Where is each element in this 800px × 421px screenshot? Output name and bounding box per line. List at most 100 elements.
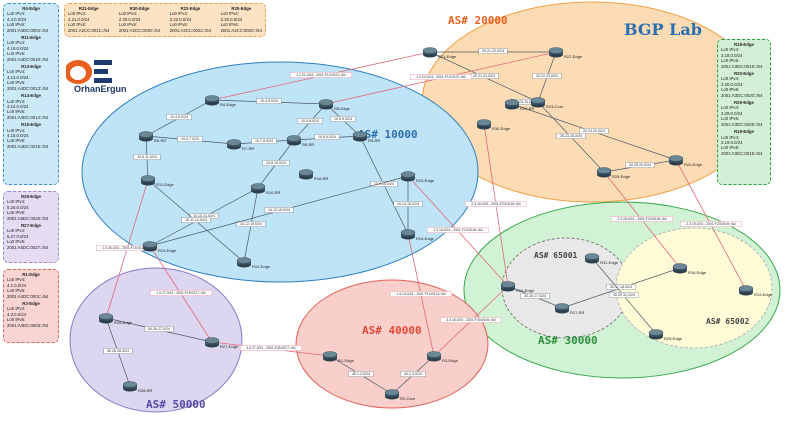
router-icon — [98, 313, 114, 320]
link-label-box — [166, 114, 192, 120]
router-label: R25-Edge — [612, 174, 631, 179]
router-icon — [122, 381, 138, 388]
link-label-box — [330, 116, 356, 122]
router-icon — [500, 281, 516, 288]
link-subnet-label: 1.2.22.0/24 - 2001:F12:0022::/64 — [416, 75, 466, 79]
router-icon — [596, 167, 612, 174]
loopback-detail: Lo0 IPv4: — [7, 228, 26, 234]
as-labels-layer: AS# 20000 AS# 10000 AS# 30000 AS# 40000 … — [146, 14, 750, 411]
router-label: R2-Core — [400, 396, 416, 401]
router-label: R21-Edge — [438, 54, 457, 59]
loopback-detail: 4.3.0.0/24 — [7, 311, 27, 317]
link-subnet-label: 10.5.8.0/24 — [301, 119, 319, 123]
link-subnet-label: 10.4.5.0/24 — [260, 99, 278, 103]
link-subnet-label: 3.4.16.0/24 - 2001:F34:0016::/64 — [446, 318, 496, 322]
loopback-detail: Lo0 IPv6: — [7, 51, 26, 57]
router-label: R16-RR — [314, 176, 329, 181]
link-subnet-label: 40.1.2.0/24 — [352, 372, 370, 376]
router-name-label: R30-Edge — [129, 6, 150, 11]
link-label-box — [556, 133, 586, 139]
router-node: R31-Edge — [584, 253, 619, 265]
router-name-label: R3-Edge — [22, 301, 40, 307]
router-label: R29-Edge — [664, 336, 683, 341]
loopback-detail: 2001:A3DC:0018::/64 — [721, 63, 763, 69]
link-label-box — [579, 128, 609, 134]
router-label: R8-RR — [302, 142, 314, 147]
router-label: R15-Edge — [416, 178, 435, 183]
router-name-label: R15-Edge — [21, 122, 41, 128]
loopback-detail: 2001:A2CC:0030::/64 — [118, 27, 161, 33]
router-name-label: R19-Edge — [734, 129, 754, 135]
router-label: R7-RR — [242, 146, 254, 151]
router-icon — [384, 389, 400, 396]
router-icon — [322, 351, 338, 358]
router-node: R15-Edge — [400, 171, 435, 183]
link-subnet-label: 20.23.25.0/24 — [560, 134, 582, 138]
loopback-detail: 2001:A5DC:0027::/64 — [7, 244, 49, 250]
router-label: R1-Edge — [338, 358, 355, 363]
router-name-label: R11-Edge — [21, 35, 41, 41]
as65001-label: AS# 65001 — [534, 251, 578, 260]
router-node: R11-Edge — [140, 175, 174, 187]
loopback-detail: Lo0 IPv6: — [721, 58, 740, 64]
router-name-label: R21-Edge — [78, 6, 99, 11]
router-node: R9-RR — [352, 131, 380, 143]
loopback-detail: Lo0 IPv6: — [7, 317, 26, 323]
router-icon — [142, 241, 158, 248]
router-node: R26-Edge — [98, 313, 133, 325]
link-subnet-label: 4.5.27.0/24 - 2001:F45:0027::/64 — [246, 346, 296, 350]
loopback-detail: Lo0 IPv4: — [7, 98, 26, 104]
loopback-detail: 2001:A4DC:0001::/64 — [7, 293, 49, 299]
router-label: R4-Edge — [220, 102, 237, 107]
link-label-box — [133, 154, 161, 160]
as40000-region — [295, 279, 489, 409]
router-icon — [400, 171, 416, 178]
loopback-detail: 2001:A5DC:0026::/64 — [7, 215, 49, 221]
loopback-detail: Lo0 IPv4: — [7, 127, 26, 133]
router-label: R19-Edge — [754, 292, 773, 297]
loopback-detail: 2.20.0.0/24 — [220, 16, 243, 22]
loopback-detail: Lo0 IPv4: — [721, 76, 740, 82]
router-node: R27-Edge — [204, 337, 239, 349]
link-label-box — [478, 48, 508, 54]
loopback-detail: Lo0 IPv6: — [118, 22, 138, 28]
loopback-detail: 2001:A4DC:0003::/64 — [7, 322, 49, 328]
link-subnet-label: 20.24.20.0/24 — [583, 129, 605, 133]
loopback-detail: Lo0 IPv4: — [7, 11, 26, 17]
router-node: R28-RR — [122, 381, 153, 393]
router-icon — [554, 303, 570, 310]
loopback-detail: 2001:A4DC:0015::/64 — [7, 143, 49, 149]
link-subnet-label: 30.17.18.0/24 — [610, 285, 632, 289]
page-title: BGP Lab — [624, 20, 702, 39]
router-name-label: R22-Edge — [180, 6, 201, 11]
router-label: R10-RR — [266, 190, 281, 195]
link-subnet-label: 10.4.6.0/24 — [170, 115, 188, 119]
router-name-label: R20-Edge — [231, 6, 252, 11]
loopback-detail: 5.27.0.0/24 — [7, 233, 29, 239]
router-icon — [530, 97, 546, 104]
router-label: R27-Edge — [220, 344, 239, 349]
router-node: R10-RR — [250, 183, 281, 195]
router-label: R17-RR — [570, 310, 585, 315]
router-label: R13-Edge — [158, 248, 177, 253]
router-label: R22-Edge — [564, 54, 583, 59]
router-icon — [140, 175, 156, 182]
router-label: R31-Edge — [600, 260, 619, 265]
loopback-detail: 4.10.0.0/24 — [7, 45, 29, 51]
router-node: R23-Core — [530, 97, 564, 109]
loopback-detail: 2001:A4DC:0004::/64 — [7, 27, 49, 33]
loopback-detail: Lo0 IPv4: — [721, 105, 740, 111]
link-subnet-label: 2.3.19.0/24 - 2001:F23:0019::/64 — [686, 222, 736, 226]
loopback-detail: 2001:A3DC:0020::/64 — [721, 92, 763, 98]
link-subnet-label: 10.8.10.0/24 — [266, 161, 286, 165]
oe-logo-icon — [66, 60, 112, 84]
link-subnet-label: 2.3.18.0/24 - 2001:F23:0018::/64 — [617, 217, 667, 221]
as65002-label: AS# 65002 — [706, 317, 750, 326]
link-label-box — [181, 217, 211, 223]
